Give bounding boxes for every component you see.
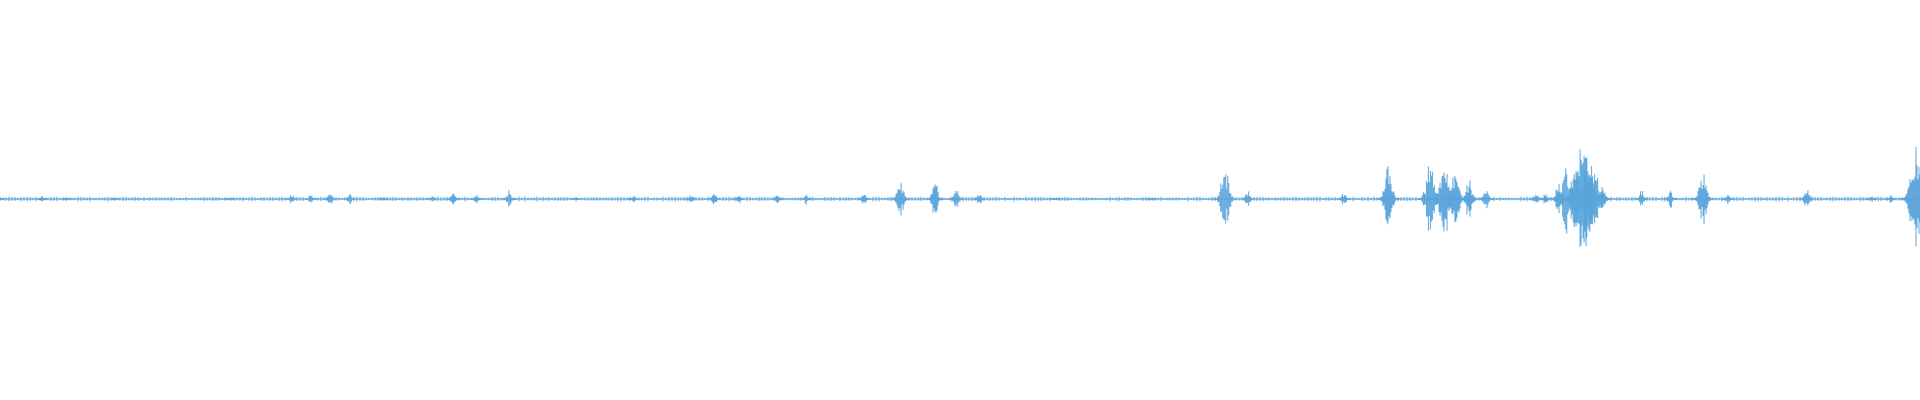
- waveform-burst: [771, 195, 783, 204]
- waveform-burst: [891, 183, 909, 216]
- waveform-burst: [447, 193, 460, 205]
- waveform-burst: [286, 195, 298, 203]
- waveform-burst: [1376, 166, 1400, 225]
- waveform-burst: [1478, 191, 1494, 209]
- waveform-burst: [571, 197, 581, 201]
- waveform-burst: [1663, 190, 1677, 208]
- waveform-burst: [685, 195, 697, 203]
- waveform-burst: [379, 197, 389, 201]
- waveform-burst: [733, 195, 745, 203]
- waveform-burst: [502, 190, 516, 207]
- waveform-burst: [1692, 174, 1714, 225]
- waveform-burst: [1444, 176, 1466, 223]
- waveform-burst: [1337, 194, 1350, 205]
- waveform-burst: [470, 195, 482, 203]
- waveform-burst: [1799, 190, 1814, 206]
- waveform-burst: [1147, 197, 1157, 201]
- waveform-burst: [1539, 194, 1552, 204]
- waveform-burst: [1459, 180, 1478, 217]
- waveform-burst: [343, 194, 355, 205]
- waveform-burst: [973, 195, 986, 204]
- waveform-burst: [707, 193, 720, 205]
- waveform-burst: [225, 198, 235, 201]
- waveform-burst: [1900, 147, 1920, 247]
- waveform-burst: [628, 196, 639, 203]
- waveform-burst: [926, 184, 944, 213]
- waveform-burst: [62, 197, 72, 201]
- waveform-burst: [1635, 190, 1649, 206]
- waveform-burst: [1595, 186, 1611, 209]
- waveform-burst: [426, 196, 437, 202]
- waveform-burst: [324, 194, 337, 204]
- waveform-spikes: [0, 147, 1920, 248]
- waveform-burst: [800, 194, 812, 205]
- waveform-burst: [1866, 196, 1877, 202]
- waveform-burst: [1051, 197, 1061, 201]
- waveform-burst: [857, 195, 870, 204]
- waveform-burst: [305, 195, 317, 203]
- waveform-burst: [36, 196, 47, 202]
- waveform-burst: [949, 190, 963, 207]
- waveform-burst: [1722, 194, 1734, 205]
- waveform-burst: [1213, 174, 1237, 224]
- waveform-burst: [110, 198, 120, 200]
- waveform-burst: [1241, 191, 1255, 206]
- waveform-burst: [0, 197, 5, 200]
- waveform-burst: [1885, 195, 1897, 203]
